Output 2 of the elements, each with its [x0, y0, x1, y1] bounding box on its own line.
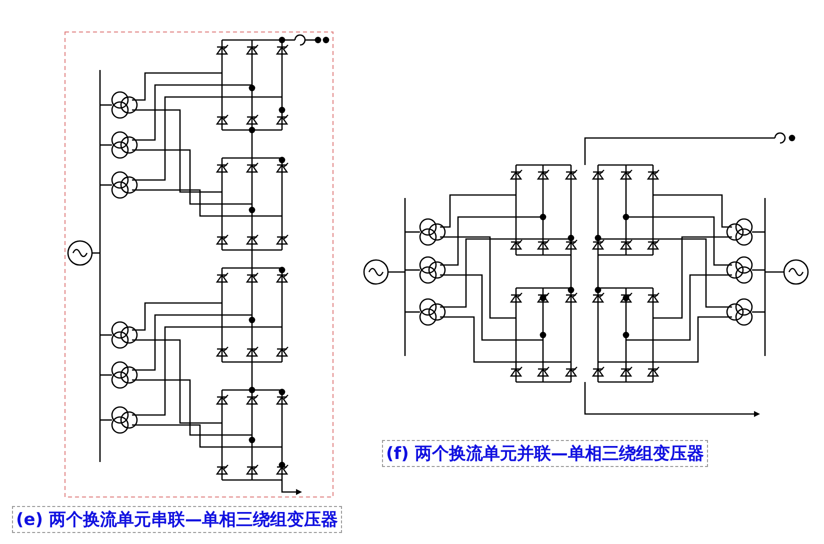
figure-caption: (e) 两个换流单元串联—单相三绕组变压器: [12, 506, 342, 533]
figure-caption: (f) 两个换流单元并联—单相三绕组变压器: [382, 440, 708, 467]
